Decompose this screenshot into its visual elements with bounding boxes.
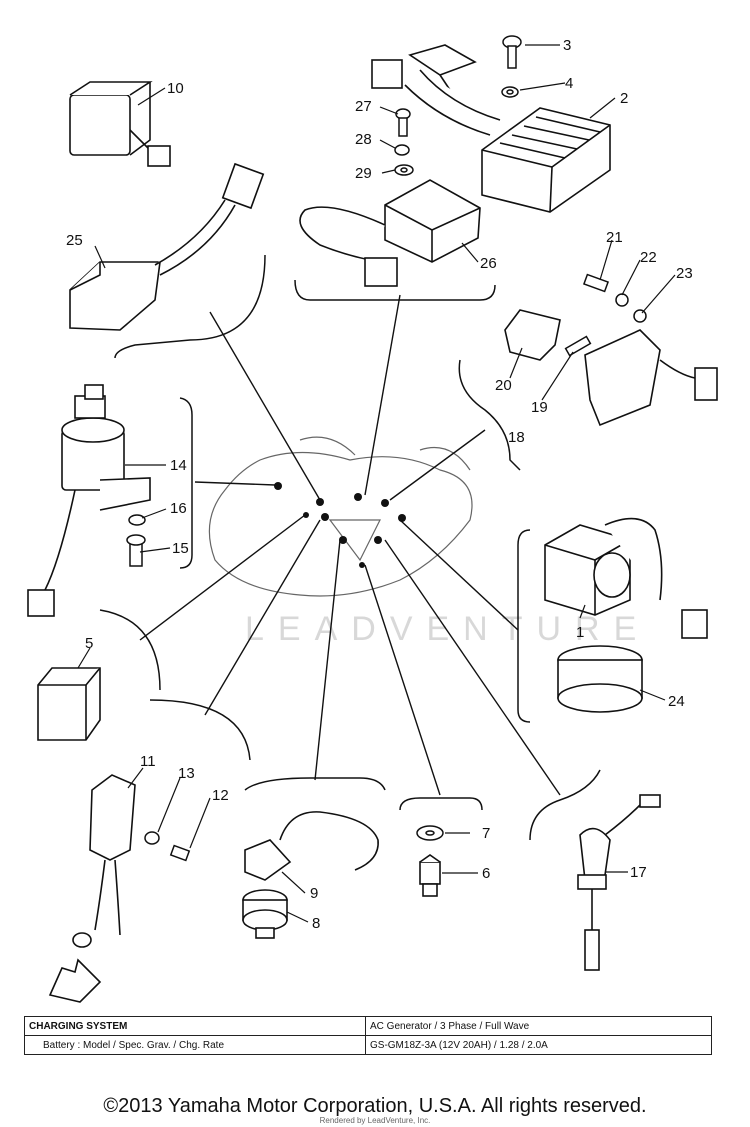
- callout-27: 27: [355, 98, 372, 115]
- sensor-part-17: [577, 794, 661, 971]
- rectifier-part-2: [371, 44, 611, 213]
- group-brackets: [99, 254, 601, 841]
- bolt-part-12: [169, 844, 191, 862]
- callout-23: 23: [676, 265, 693, 282]
- callout-28: 28: [355, 131, 372, 148]
- callout-29: 29: [355, 165, 372, 182]
- callout-16: 16: [170, 500, 187, 517]
- callout-15: 15: [172, 540, 189, 557]
- washer-part-4: [501, 86, 519, 98]
- flasher-part-24: [557, 645, 643, 713]
- sensor-part-11: [72, 774, 136, 948]
- callout-8: 8: [312, 915, 320, 932]
- callout-7: 7: [482, 825, 490, 842]
- callout-18: 18: [508, 429, 525, 446]
- bolt-part-21: [582, 273, 610, 293]
- screw-part-15: [126, 534, 146, 567]
- washer-part-22: [615, 293, 629, 307]
- exploded-parts-diagram: LEADVENTURE: [27, 35, 718, 1003]
- callout-11: 11: [140, 753, 156, 770]
- callout-6: 6: [482, 865, 490, 882]
- callout-5: 5: [85, 635, 93, 652]
- callout-4: 4: [565, 75, 573, 92]
- callout-22: 22: [640, 249, 657, 266]
- bracket-part-20: [504, 309, 561, 361]
- callout-19: 19: [531, 399, 548, 416]
- callout-10: 10: [167, 80, 184, 97]
- frame-connector-points: [274, 482, 406, 568]
- switch-part-6: [419, 854, 441, 897]
- callout-13: 13: [178, 765, 195, 782]
- callout-3: 3: [563, 37, 571, 54]
- washer-part-16: [128, 514, 146, 526]
- callout-1: 1: [576, 624, 584, 641]
- callout-26: 26: [480, 255, 497, 272]
- relay-part-10: [69, 81, 171, 167]
- charging-system-spec-table: CHARGING SYSTEM AC Generator / 3 Phase /…: [24, 1016, 712, 1055]
- render-credit: Rendered by LeadVenture, Inc.: [319, 1116, 431, 1125]
- pin-part-19: [564, 335, 592, 357]
- callout-24: 24: [668, 693, 685, 710]
- spec-row-battery: Battery : Model / Spec. Grav. / Chg. Rat…: [24, 1035, 712, 1055]
- callout-14: 14: [170, 457, 187, 474]
- control-unit-part-26: [299, 179, 481, 287]
- main-switch-part-14: [27, 384, 151, 617]
- bolt-part-27: [395, 108, 411, 137]
- callout-2: 2: [620, 90, 628, 107]
- callout-leaders: [77, 44, 676, 923]
- watermark-text: LEADVENTURE: [245, 610, 650, 648]
- callout-17: 17: [630, 864, 647, 881]
- nut-part-23: [633, 309, 647, 323]
- unit-part-25: [69, 162, 265, 331]
- washer-part-29: [394, 164, 414, 176]
- nut-part-13: [144, 831, 160, 845]
- spec-label: Battery : Model / Spec. Grav. / Chg. Rat…: [24, 1035, 366, 1055]
- spec-row-charging-system: CHARGING SYSTEM AC Generator / 3 Phase /…: [24, 1016, 712, 1036]
- callout-21: 21: [606, 229, 623, 246]
- copyright-notice: ©2013 Yamaha Motor Corporation, U.S.A. A…: [103, 1095, 647, 1117]
- callout-9: 9: [310, 885, 318, 902]
- spec-value: GS-GM18Z-3A (12V 20AH) / 1.28 / 2.0A: [365, 1035, 712, 1055]
- gasket-part-7: [416, 825, 444, 841]
- lead-part-9: [244, 811, 379, 881]
- relay-part-1: [544, 517, 708, 639]
- callout-labels: 1 2 3 4 5 6 7 8 9 10 11 12 13 14 15 16 1…: [66, 37, 693, 932]
- spec-value: AC Generator / 3 Phase / Full Wave: [365, 1016, 712, 1036]
- front-arrow: [48, 958, 102, 1003]
- flasher-part-5: [37, 667, 101, 741]
- washer-part-28: [394, 144, 410, 156]
- callout-20: 20: [495, 377, 512, 394]
- frame-outline: [208, 436, 473, 597]
- screw-part-3: [502, 35, 522, 69]
- callout-12: 12: [212, 787, 229, 804]
- spec-label: CHARGING SYSTEM: [24, 1016, 366, 1036]
- unit-part-18: [584, 329, 718, 427]
- switch-part-8: [242, 889, 288, 939]
- callout-25: 25: [66, 232, 83, 249]
- leader-lines: [139, 294, 561, 796]
